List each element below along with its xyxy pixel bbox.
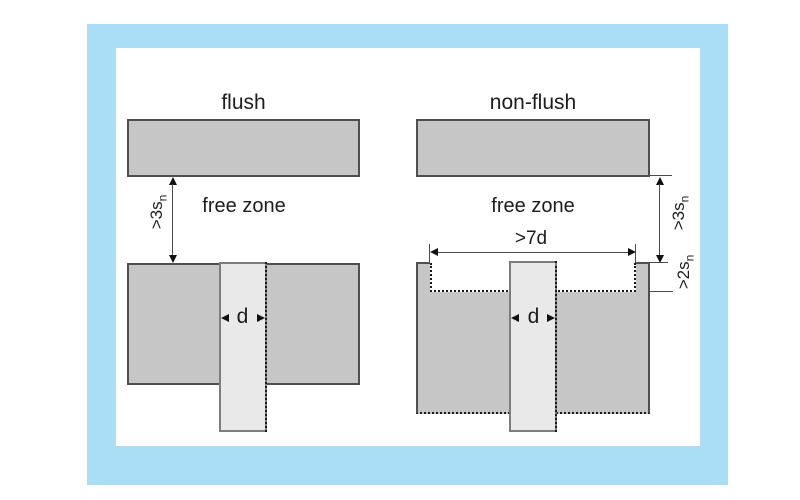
recess-width-dim-line xyxy=(438,252,628,253)
flush-free-zone-label: free zone xyxy=(202,195,286,217)
recess-depth-subscript: n xyxy=(682,254,697,262)
non-flush-diameter-label: d xyxy=(527,305,540,328)
non-flush-target-plate xyxy=(416,119,650,177)
flush-title: flush xyxy=(221,91,266,114)
non-flush-free-zone-label: free zone xyxy=(491,195,575,217)
arrowhead-right-icon xyxy=(547,314,555,322)
flush-target-plate xyxy=(127,119,360,177)
arrowhead-left-icon xyxy=(221,314,229,322)
non-flush-sensor-reference-edge xyxy=(555,261,557,432)
plate-extension-tick xyxy=(650,175,672,176)
arrowhead-up-icon xyxy=(169,177,177,185)
arrowhead-left-icon xyxy=(511,314,519,322)
non-flush-title: non-flush xyxy=(489,91,577,114)
arrowhead-up-icon xyxy=(656,177,664,185)
rim-top-edge-right xyxy=(636,262,650,264)
recess-width-label: >7d xyxy=(514,228,548,249)
arrowhead-left-icon xyxy=(430,248,438,256)
recess-depth-tick-top xyxy=(650,262,668,263)
flush-sensor-body xyxy=(219,262,267,432)
arrowhead-down-icon xyxy=(656,255,664,263)
recess-width-tick-left xyxy=(429,244,430,263)
recess-depth-text: >2s xyxy=(674,261,693,290)
non-flush-clearance-dim-line xyxy=(659,184,660,255)
flush-clearance-subscript: n xyxy=(155,194,170,202)
flush-clearance-label: >3sn xyxy=(147,184,170,240)
flush-diameter-label: d xyxy=(236,305,249,328)
non-flush-clearance-subscript: n xyxy=(677,195,692,203)
arrowhead-right-icon xyxy=(257,314,265,322)
flush-clearance-dim-line xyxy=(172,184,173,255)
flush-clearance-text: >3s xyxy=(147,201,166,230)
recess-depth-tick-bottom xyxy=(650,291,673,292)
non-flush-clearance-text: >3s xyxy=(669,202,688,231)
non-flush-sensor-body xyxy=(509,261,557,432)
flush-sensor-reference-edge xyxy=(265,262,267,432)
recess-depth-label: >2sn xyxy=(674,244,697,300)
non-flush-clearance-label: >3sn xyxy=(669,185,692,241)
arrowhead-down-icon xyxy=(169,255,177,263)
rim-top-edge-left xyxy=(416,262,430,264)
arrowhead-right-icon xyxy=(628,248,636,256)
